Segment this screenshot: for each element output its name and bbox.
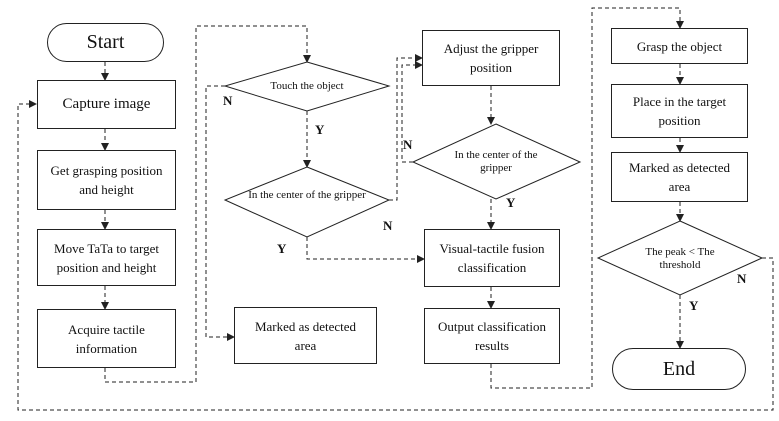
touch-object-no-label: N [223, 93, 233, 108]
output-results-box: Output classification results [424, 308, 560, 364]
edge-peak-no-loop [17, 100, 774, 411]
touch-object-label: Touch the object [270, 80, 344, 92]
touch-object-yes-label: Y [315, 122, 325, 137]
decision-peak-threshold [596, 220, 764, 296]
edge-center1-no-to-adjust [389, 54, 423, 201]
center-1-yes-label: Y [277, 241, 287, 256]
edge-output-to-grasp [490, 7, 684, 389]
in-center-2-label: In the center of the gripper [454, 149, 538, 174]
end-label: End [662, 357, 696, 380]
center-2-yes-label: Y [506, 195, 516, 210]
capture-image-box: Capture image [37, 80, 176, 129]
marked-detected-2-label: Marked as detected area [628, 160, 731, 194]
in-center-1-label: In the center of the gripper [248, 189, 366, 201]
decision-touch-object [223, 61, 391, 112]
fusion-classification-box: Visual-tactile fusion classification [424, 229, 560, 287]
end-terminal: End [612, 348, 746, 390]
peak-no-label: N [737, 271, 747, 286]
edge-touch-no-to-marked [205, 85, 235, 341]
center-1-no-label: N [383, 218, 393, 233]
marked-detected-2-box: Marked as detected area [611, 152, 748, 202]
marked-detected-1-box: Marked as detected area [234, 307, 377, 364]
place-target-label: Place in the target position [632, 94, 727, 128]
get-grasping-label: Get grasping position and height [50, 163, 163, 197]
marked-detected-1-label: Marked as detected area [254, 318, 357, 353]
center-2-no-label: N [403, 137, 413, 152]
output-results-label: Output classification results [438, 319, 546, 353]
edge-center1-yes-to-fusion [306, 237, 425, 263]
acquire-tactile-box: Acquire tactile information [37, 309, 176, 368]
acquire-tactile-label: Acquire tactile information [68, 321, 145, 356]
decision-in-center-2 [411, 123, 582, 200]
peak-threshold-label: The peak < The threshold [645, 246, 715, 271]
edge-center2-no-to-adjust [401, 61, 423, 163]
decision-in-center-1 [223, 166, 391, 238]
grasp-object-label: Grasp the object [636, 38, 723, 54]
start-label: Start [86, 31, 125, 53]
grasp-object-box: Grasp the object [611, 28, 748, 64]
move-tata-label: Move TaTa to target position and height [54, 240, 159, 275]
adjust-gripper-box: Adjust the gripper position [422, 30, 560, 86]
move-tata-box: Move TaTa to target position and height [37, 229, 176, 286]
start-terminal: Start [47, 23, 164, 62]
peak-yes-label: Y [689, 298, 699, 313]
edge-acquire-to-touch [104, 25, 311, 383]
place-target-box: Place in the target position [611, 84, 748, 138]
capture-image-label: Capture image [62, 96, 151, 112]
get-grasping-box: Get grasping position and height [37, 150, 176, 210]
fusion-classification-label: Visual-tactile fusion classification [439, 241, 545, 275]
adjust-gripper-label: Adjust the gripper position [443, 41, 539, 75]
